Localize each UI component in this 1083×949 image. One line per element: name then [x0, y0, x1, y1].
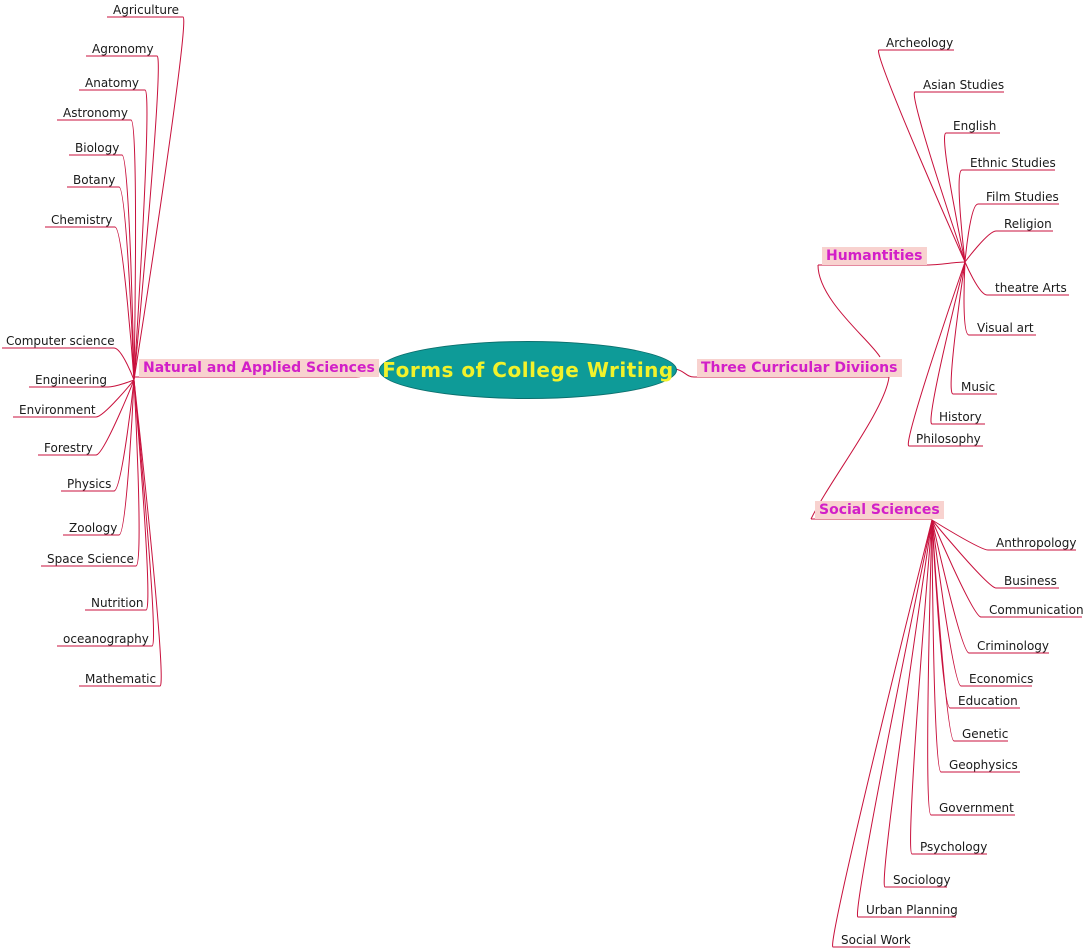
social-item-geophysics[interactable]: Geophysics — [949, 758, 1018, 772]
social-item-communication[interactable]: Communication — [989, 603, 1083, 617]
natural-item-anatomy[interactable]: Anatomy — [85, 76, 140, 90]
natural-item-computer-science[interactable]: Computer science — [6, 334, 115, 348]
natural-item-agronomy[interactable]: Agronomy — [92, 42, 154, 56]
humanities-item-english[interactable]: English — [953, 119, 997, 133]
natural-item-chemistry[interactable]: Chemistry — [51, 213, 113, 227]
humanities-item-ethnic-studies[interactable]: Ethnic Studies — [970, 156, 1056, 170]
natural-item-agriculture[interactable]: Agriculture — [113, 3, 179, 17]
humanities-item-visual-art[interactable]: Visual art — [977, 321, 1034, 335]
natural-item-mathematic[interactable]: Mathematic — [85, 672, 157, 686]
natural-item-oceanography[interactable]: oceanography — [63, 632, 149, 646]
social-item-sociology[interactable]: Sociology — [893, 873, 951, 887]
social-item-urban-planning[interactable]: Urban Planning — [866, 903, 958, 917]
social-item-anthropology[interactable]: Anthropology — [996, 536, 1077, 550]
natural-item-nutrition[interactable]: Nutrition — [91, 596, 144, 610]
branch-three-curricular-divisions[interactable]: Three Curricular Diviions — [697, 359, 902, 377]
humanities-item-theatre-arts[interactable]: theatre Arts — [995, 281, 1067, 295]
social-item-education[interactable]: Education — [958, 694, 1018, 708]
social-item-economics[interactable]: Economics — [969, 672, 1034, 686]
natural-item-engineering[interactable]: Engineering — [35, 373, 107, 387]
humanities-item-asian-studies[interactable]: Asian Studies — [923, 78, 1005, 92]
natural-item-environment[interactable]: Environment — [19, 403, 96, 417]
social-item-government[interactable]: Government — [939, 801, 1014, 815]
natural-item-physics[interactable]: Physics — [67, 477, 112, 491]
natural-item-forestry[interactable]: Forestry — [44, 441, 93, 455]
branch-humanities[interactable]: Humantities — [822, 247, 927, 265]
natural-item-zoology[interactable]: Zoology — [69, 521, 118, 535]
natural-item-botany[interactable]: Botany — [73, 173, 116, 187]
social-item-business[interactable]: Business — [1004, 574, 1057, 588]
humanities-item-music[interactable]: Music — [961, 380, 996, 394]
humanities-item-philosophy[interactable]: Philosophy — [916, 432, 981, 446]
branch-social-sciences[interactable]: Social Sciences — [815, 501, 944, 519]
humanities-item-religion[interactable]: Religion — [1004, 217, 1052, 231]
social-item-social-work[interactable]: Social Work — [841, 933, 911, 947]
social-item-genetic[interactable]: Genetic — [962, 727, 1009, 741]
humanities-item-history[interactable]: History — [939, 410, 982, 424]
branch-natural-applied-sciences[interactable]: Natural and Applied Sciences — [139, 359, 379, 377]
natural-item-astronomy[interactable]: Astronomy — [63, 106, 128, 120]
social-item-psychology[interactable]: Psychology — [920, 840, 988, 854]
social-item-criminology[interactable]: Criminology — [977, 639, 1050, 653]
central-topic[interactable]: Forms of College Writing — [379, 341, 677, 399]
natural-item-space-science[interactable]: Space Science — [47, 552, 134, 566]
natural-item-biology[interactable]: Biology — [75, 141, 120, 155]
humanities-item-film-studies[interactable]: Film Studies — [986, 190, 1059, 204]
humanities-item-archeology[interactable]: Archeology — [886, 36, 954, 50]
